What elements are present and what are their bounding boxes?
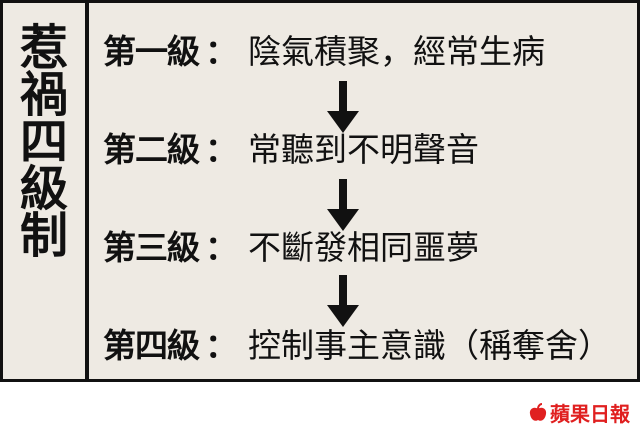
apple-icon: [529, 402, 547, 421]
title-column: 惹 禍 四 級 制: [3, 3, 89, 379]
level-colon: ：: [205, 130, 238, 169]
title-char: 禍: [19, 67, 68, 123]
level-colon: ：: [205, 326, 238, 365]
level-description: 不斷發相同噩夢: [248, 228, 479, 267]
title-char: 級: [19, 161, 68, 217]
level-label: 第二級: [103, 130, 200, 169]
level-row-1: 第一級 ： 陰氣積聚，經常生病: [103, 25, 545, 73]
level-colon: ：: [205, 228, 238, 267]
level-label: 第四級: [103, 326, 200, 365]
level-row-3: 第三級 ： 不斷發相同噩夢: [103, 221, 479, 269]
level-label: 第一級: [103, 32, 200, 71]
title-char: 制: [19, 208, 68, 264]
title-char: 惹: [19, 20, 68, 76]
level-row-2: 第二級 ： 常聽到不明聲音: [103, 123, 479, 171]
level-description: 控制事主意識（稱奪舍）: [248, 326, 611, 365]
infographic-panel: 惹 禍 四 級 制 第一級 ： 陰氣積聚，經常生病 第二級 ： 常聽到不明聲音 …: [0, 0, 640, 382]
level-description: 陰氣積聚，經常生病: [248, 32, 545, 71]
logo-text: 蘋果日報: [550, 402, 630, 426]
level-colon: ：: [205, 32, 238, 71]
vertical-title: 惹 禍 四 級 制: [17, 20, 71, 264]
level-label: 第三級: [103, 228, 200, 267]
level-row-4: 第四級 ： 控制事主意識（稱奪舍）: [103, 319, 611, 367]
down-arrow-icon: [327, 179, 359, 231]
level-description: 常聽到不明聲音: [248, 130, 479, 169]
title-char: 四: [19, 114, 68, 170]
apple-daily-logo: 蘋果日報: [528, 398, 630, 427]
down-arrow-icon: [327, 81, 359, 133]
down-arrow-icon: [327, 275, 359, 327]
